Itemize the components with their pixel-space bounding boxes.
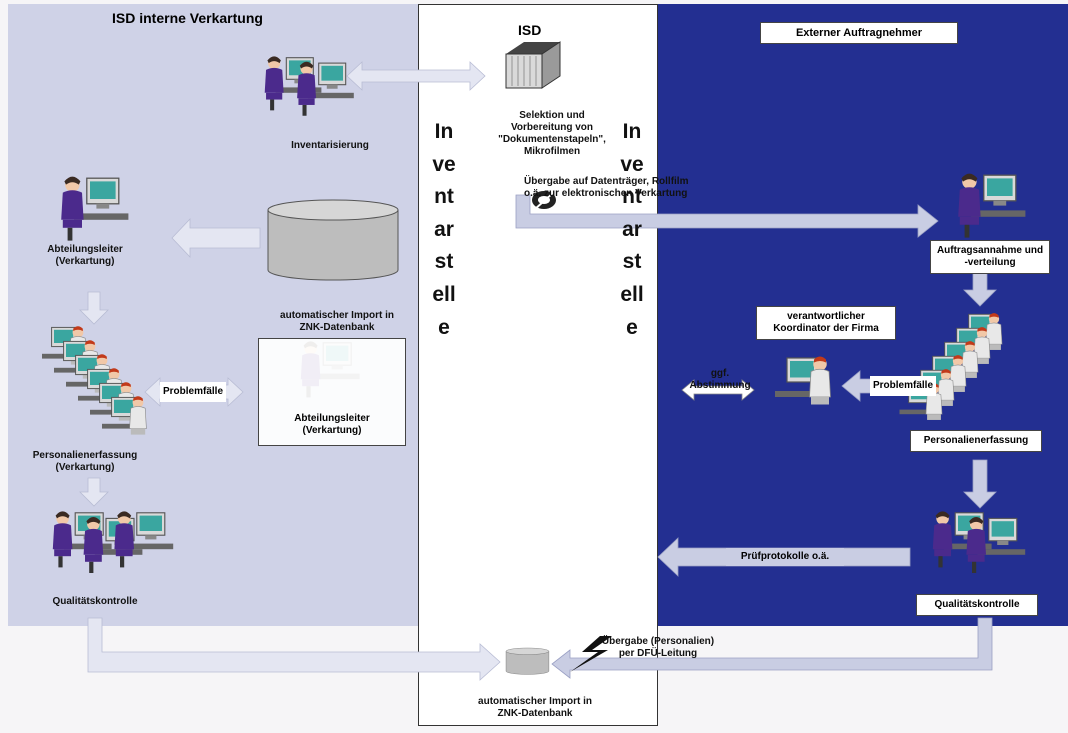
worker-group-personalien-right-icon [898,312,1003,421]
label-koordinator: verantwortlicher Koordinator der Firma [756,306,896,340]
worker-qualitaet-icon [52,510,174,574]
label-pruefprotokolle: Prüfprotokolle o.ä. [726,548,844,566]
filing-box-icon [505,41,561,89]
label-import-left: automatischer Import in ZNK-Datenbank [280,310,394,333]
label-selektion: Selektion und Vorbereitung von "Dokument… [498,110,606,157]
middle-title: ISD [518,22,542,38]
label-problemfaelle-left: Problemfälle [160,382,226,402]
label-abstimmung: ggf. Abstimmung [689,368,751,391]
label-qualitaet-left: Qualitätskontrolle [52,596,138,607]
label-import-bottom: automatischer Import in ZNK-Datenbank [478,696,592,719]
label-uebergabe: Übergabe auf Datenträger, Rollfilm o.ä. … [524,176,689,199]
vertical-inventarstelle-right: Inventarstelle [620,120,644,339]
film-reel-icon [532,191,556,211]
worker-koordinator-icon [760,355,832,423]
database-cylinder-icon [267,199,399,281]
label-abteilungsleiter: Abteilungsleiter (Verkartung) [47,244,123,267]
label-qualitaet-right: Qualitätskontrolle [916,594,1038,616]
label-problemfaelle-right: Problemfälle [870,376,936,396]
worker-auftrag-icon [957,172,1027,239]
middle-panel-isd [418,4,658,726]
database-small-icon [505,647,550,675]
label-inventarisierung: Inventarisierung [291,140,369,151]
label-abteilungsleiter-box: Abteilungsleiter (Verkartung) [294,413,370,436]
vertical-inventarstelle-left: Inventarstelle [432,120,456,339]
abstimmung-arrow [681,379,755,401]
left-title: ISD interne Verkartung [112,10,263,26]
worker-qualitaet-right-icon [932,510,1026,574]
label-personalien-right: Personalienerfassung [910,430,1042,452]
label-auftrag: Auftragsannahme und -verteilung [930,240,1050,274]
worker-group-personalien-icon [41,325,147,436]
worker-inventarisierung-icon [264,55,355,117]
label-uebergabe-dfue: Übergabe (Personalien) per DFÜ-Leitung [601,636,715,659]
abteilungsleiter-box: Abteilungsleiter (Verkartung) [258,338,406,446]
right-title: Externer Auftragnehmer [760,22,958,44]
label-personalien-left: Personalienerfassung (Verkartung) [32,450,138,473]
worker-abteilungsleiter-icon [60,175,130,242]
